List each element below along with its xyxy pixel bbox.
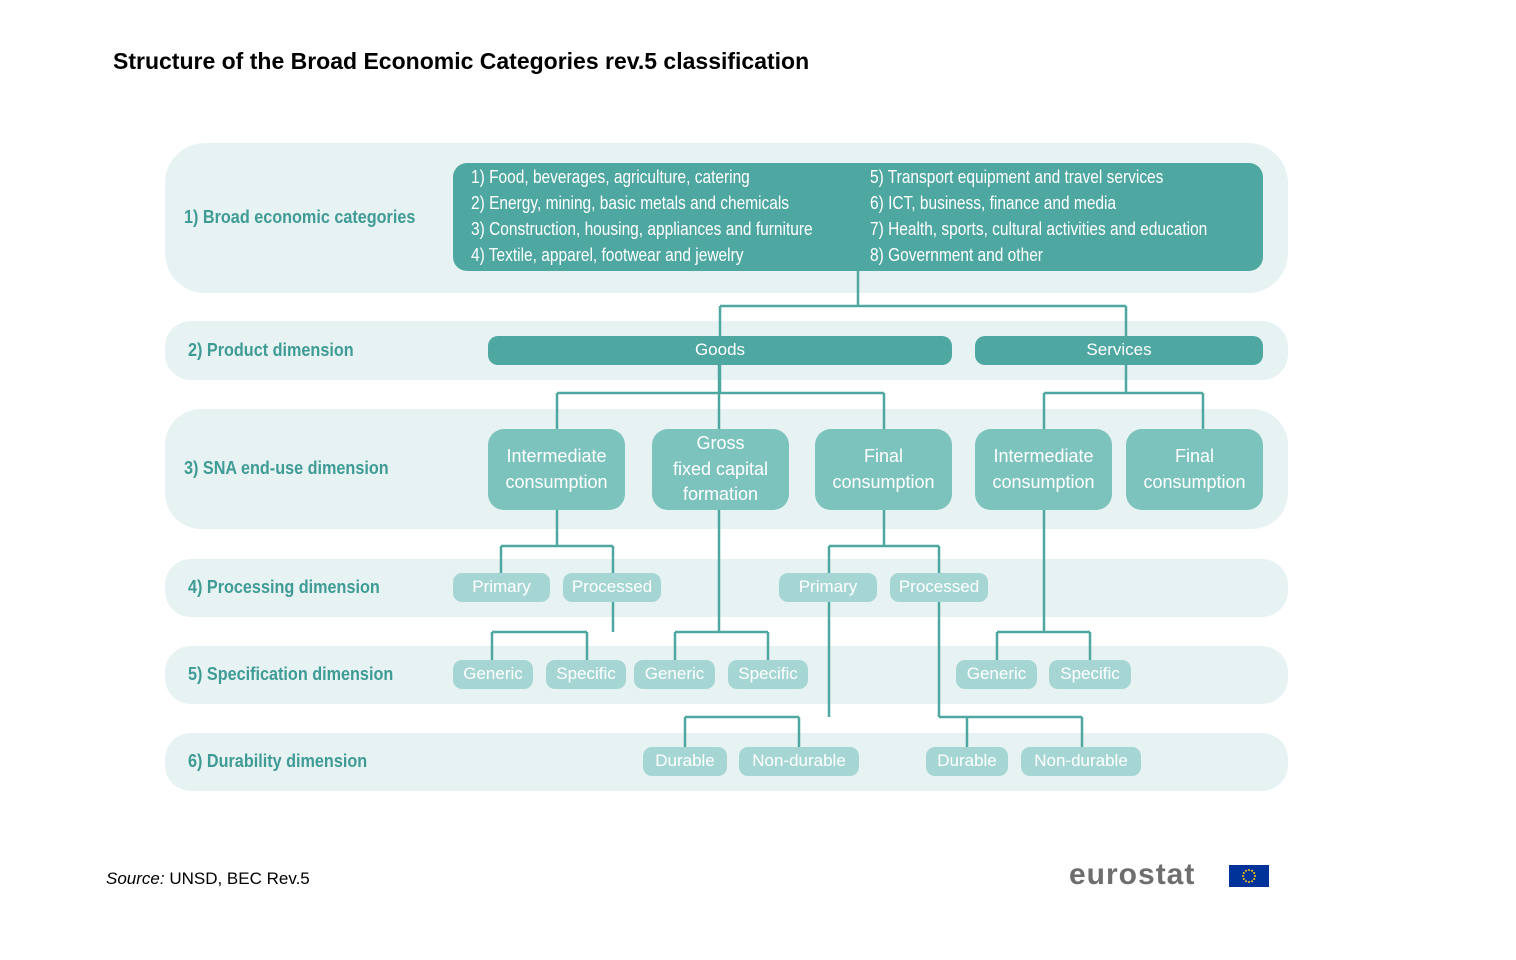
category-item: 8) Government and other xyxy=(870,245,1043,265)
category-item: 1) Food, beverages, agriculture, caterin… xyxy=(471,167,750,187)
category-item: 4) Textile, apparel, footwear and jewelr… xyxy=(471,245,744,265)
eurostat-logo-text: eurostat xyxy=(1069,858,1196,891)
category-item: 2) Energy, mining, basic metals and chem… xyxy=(471,193,790,213)
level-label-sna-end-use: 3) SNA end-use dimension xyxy=(184,458,389,478)
level-label-durability: 6) Durability dimension xyxy=(188,751,368,771)
level-label-specification: 5) Specification dimension xyxy=(188,664,394,684)
durability-non-durable-processed-node: Non-durable xyxy=(1021,747,1141,776)
level-label-processing: 4) Processing dimension xyxy=(188,577,380,597)
category-item: 3) Construction, housing, appliances and… xyxy=(471,219,813,239)
level-label-product: 2) Product dimension xyxy=(188,340,354,360)
processing-primary-intermediate-node: Primary xyxy=(453,573,550,602)
broad-categories-box: 1) Food, beverages, agriculture, caterin… xyxy=(453,163,1263,271)
source-label: Source: xyxy=(106,869,165,888)
end-use-intermediate-services-node: Intermediate consumption xyxy=(975,429,1112,510)
end-use-final-services-node: Final consumption xyxy=(1126,429,1263,510)
specification-specific-gfcf-node: Specific xyxy=(728,660,808,689)
processing-processed-final-node: Processed xyxy=(890,573,988,602)
category-item: 7) Health, sports, cultural activities a… xyxy=(870,219,1208,239)
eu-flag-icon xyxy=(1229,865,1269,887)
specification-specific-services-node: Specific xyxy=(1049,660,1131,689)
category-item: 6) ICT, business, finance and media xyxy=(870,193,1117,213)
product-goods-node: Goods xyxy=(488,336,952,365)
specification-generic-intermediate-node: Generic xyxy=(453,660,533,689)
durability-non-durable-primary-node: Non-durable xyxy=(739,747,859,776)
band-processing xyxy=(165,559,1288,617)
end-use-final-goods-node: Final consumption xyxy=(815,429,952,510)
specification-specific-intermediate-node: Specific xyxy=(546,660,626,689)
source-note: Source: UNSD, BEC Rev.5 xyxy=(106,869,310,889)
specification-generic-services-node: Generic xyxy=(956,660,1037,689)
source-text: UNSD, BEC Rev.5 xyxy=(164,869,310,888)
processing-processed-intermediate-node: Processed xyxy=(563,573,661,602)
category-item: 5) Transport equipment and travel servic… xyxy=(870,167,1164,187)
level-label-broad-categories: 1) Broad economic categories xyxy=(184,207,416,227)
processing-primary-final-node: Primary xyxy=(779,573,877,602)
page-title: Structure of the Broad Economic Categori… xyxy=(113,48,810,74)
product-services-node: Services xyxy=(975,336,1263,365)
end-use-intermediate-goods-node: Intermediate consumption xyxy=(488,429,625,510)
durability-durable-primary-node: Durable xyxy=(643,747,727,776)
durability-durable-processed-node: Durable xyxy=(926,747,1008,776)
specification-generic-gfcf-node: Generic xyxy=(634,660,715,689)
end-use-gfcf-node: Gross fixed capital formation xyxy=(652,429,789,510)
